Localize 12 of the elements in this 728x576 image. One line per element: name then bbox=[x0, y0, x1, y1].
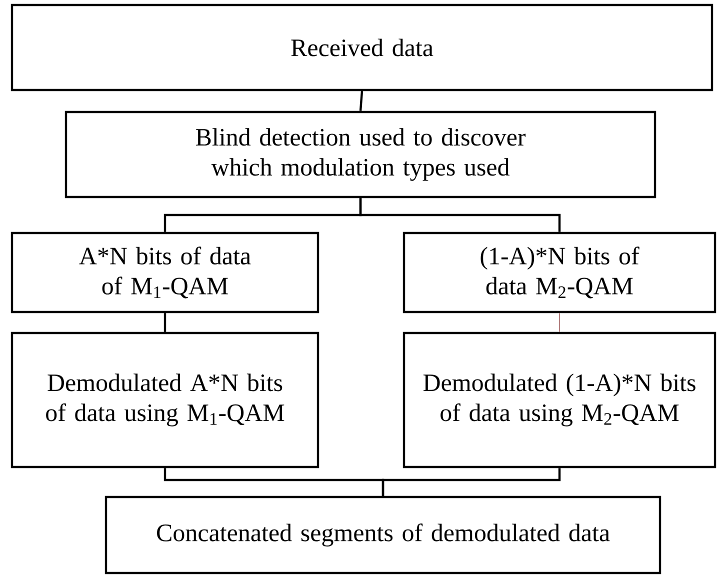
process-box: A*N bits of data of M$_{1}$-QAM bbox=[10, 232, 320, 314]
process-box: Demodulated A*N bits of data using M$_{1}$-QAM bbox=[10, 332, 320, 468]
connector-line bbox=[359, 198, 561, 232]
process-box: Concatenated segments of demodulated data bbox=[104, 496, 662, 574]
connector-line bbox=[382, 468, 561, 496]
process-box: Demodulated (1-A)*N bits of data using M$_{2}$-QAM bbox=[402, 332, 716, 468]
connector-line bbox=[359, 91, 364, 111]
process-box: (1-A)*N bits of data M$_{2}$-QAM bbox=[402, 232, 716, 314]
process-box: Blind detection used to discover which modulation types used bbox=[64, 110, 656, 198]
connector-line bbox=[559, 312, 560, 332]
process-box: Received data bbox=[10, 4, 714, 92]
connector-line bbox=[164, 313, 166, 332]
